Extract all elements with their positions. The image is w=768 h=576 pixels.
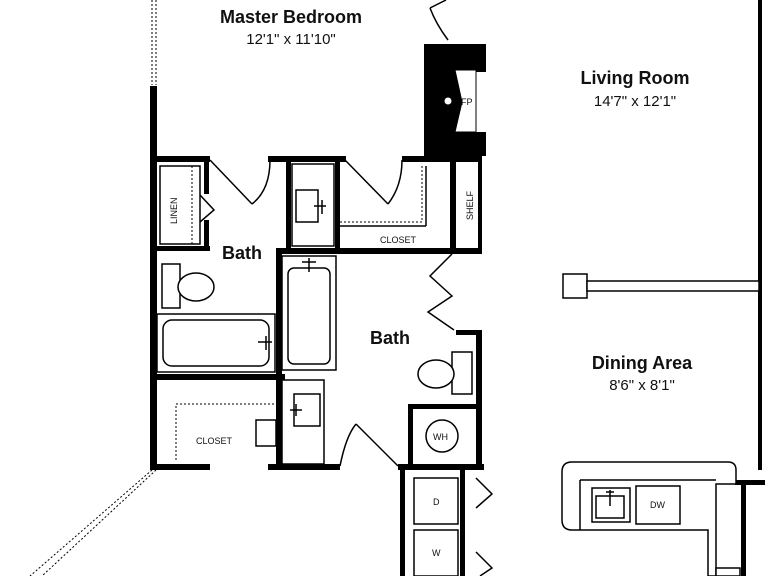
dishwasher-label: DW xyxy=(650,500,665,510)
bath-left-fixtures xyxy=(156,163,335,373)
fireplace: FP xyxy=(424,44,486,156)
dining-area-name: Dining Area xyxy=(592,353,693,373)
bath-center-name: Bath xyxy=(370,328,410,348)
master-bedroom-name: Master Bedroom xyxy=(220,7,362,27)
fireplace-label: FP xyxy=(461,97,473,107)
room-labels: Master Bedroom 12'1" x 11'10" Living Roo… xyxy=(220,7,693,394)
linen-label: LINEN xyxy=(169,197,179,224)
living-room-name: Living Room xyxy=(581,68,690,88)
linen-closet: LINEN xyxy=(159,165,201,245)
bath-left-name: Bath xyxy=(222,243,262,263)
closet-top-label: CLOSET xyxy=(380,235,417,245)
living-room-dims: 14'7" x 12'1" xyxy=(594,93,676,110)
water-heater-label: WH xyxy=(433,432,448,442)
kitchen-counter: DW xyxy=(561,461,741,576)
master-bedroom-dims: 12'1" x 11'10" xyxy=(246,31,336,48)
closet-bottom: CLOSET xyxy=(175,403,277,460)
washer-label: W xyxy=(432,548,441,558)
dryer-label: D xyxy=(433,497,440,507)
dining-area-dims: 8'6" x 8'1" xyxy=(609,377,675,394)
support-post xyxy=(562,273,760,299)
closet-top: CLOSET SHELF xyxy=(340,164,478,248)
shower xyxy=(281,255,337,371)
shelf-label: SHELF xyxy=(465,190,475,220)
doors xyxy=(199,0,494,576)
walls xyxy=(29,0,765,576)
closet-bottom-label: CLOSET xyxy=(196,436,233,446)
bath-center-fixtures: WH xyxy=(281,351,473,465)
laundry: D W xyxy=(413,477,459,576)
